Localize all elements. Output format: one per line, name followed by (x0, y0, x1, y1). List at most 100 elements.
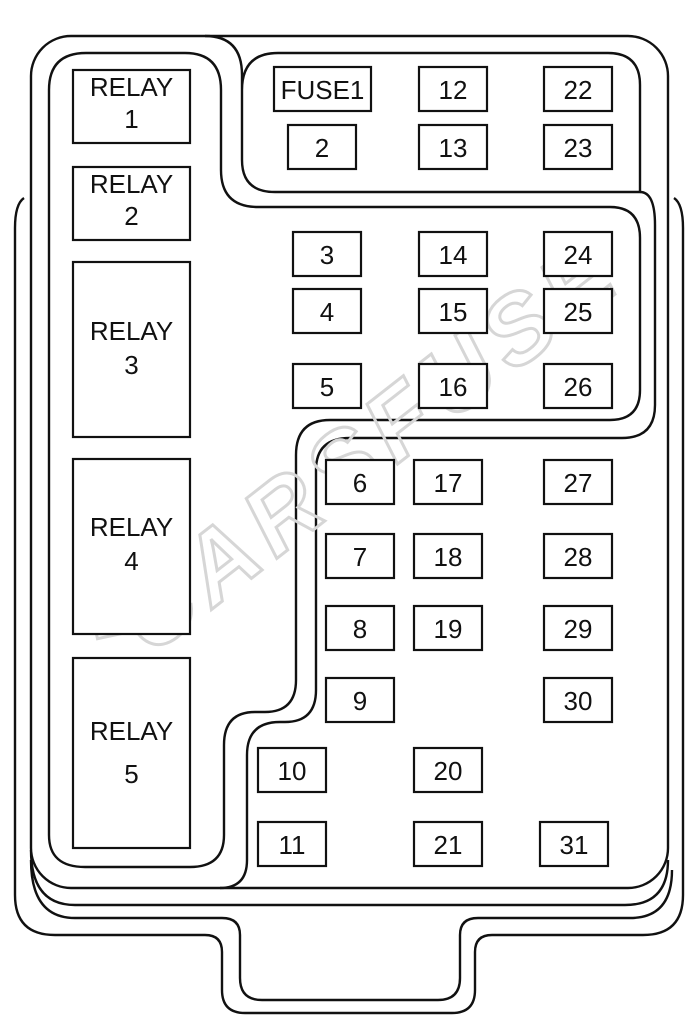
fuse-29[interactable]: 29 (542, 604, 614, 652)
fuse-14[interactable]: 14 (417, 230, 489, 278)
relay-box (71, 260, 192, 439)
fuse-box (417, 123, 489, 171)
fuse-box (542, 287, 614, 335)
fuse-31[interactable]: 31 (538, 820, 610, 868)
fuse-label: FUSE1 (281, 75, 365, 105)
fuse-box (412, 532, 484, 580)
relay-number: 3 (124, 350, 138, 380)
fuse-box (256, 746, 328, 794)
fuse-label: 7 (353, 542, 367, 572)
fuse-8[interactable]: 8 (324, 604, 396, 652)
fuse-box (417, 362, 489, 410)
fuse-5[interactable]: 5 (291, 362, 363, 410)
fuse-box (324, 532, 396, 580)
fuse-box (417, 65, 489, 113)
fuse-label: 10 (278, 756, 307, 786)
fuse-box (291, 362, 363, 410)
fuse-21[interactable]: 21 (412, 820, 484, 868)
fuse-label: 29 (564, 614, 593, 644)
fuse-22[interactable]: 22 (542, 65, 614, 113)
fuse-box (291, 230, 363, 278)
fuse-label: 22 (564, 75, 593, 105)
fuse-label: 4 (320, 297, 334, 327)
fuse-13[interactable]: 13 (417, 123, 489, 171)
fuse-box (412, 458, 484, 506)
fuse-box (542, 532, 614, 580)
relay-number: 1 (124, 104, 138, 134)
fuse-label: 16 (439, 372, 468, 402)
fuse-label: 5 (320, 372, 334, 402)
fuse-26[interactable]: 26 (542, 362, 614, 410)
relay-box (71, 165, 192, 242)
fuse-28[interactable]: 28 (542, 532, 614, 580)
fuse-11[interactable]: 11 (256, 820, 328, 868)
fuse-6[interactable]: 6 (324, 458, 396, 506)
fuse-box (538, 820, 610, 868)
fuse-group: FUSE123456789101112131415161718192021222… (256, 65, 614, 868)
fuse-box (542, 604, 614, 652)
fuse-18[interactable]: 18 (412, 532, 484, 580)
fuse-box (542, 362, 614, 410)
housing-back-outline (13, 197, 685, 1015)
fuse-2[interactable]: 2 (286, 123, 358, 171)
relay-box (71, 656, 192, 850)
fuse-label: 2 (315, 133, 329, 163)
fuse-box (542, 458, 614, 506)
fuse-25[interactable]: 25 (542, 287, 614, 335)
fuse-box (272, 65, 373, 113)
fuse-3[interactable]: 3 (291, 230, 363, 278)
fuse-box (412, 746, 484, 794)
fuse-label: 9 (353, 686, 367, 716)
fuse-box (542, 65, 614, 113)
fuse-box (412, 820, 484, 868)
housing-middle-outline (29, 859, 674, 1002)
fuse-label: 3 (320, 240, 334, 270)
fuse-label: 31 (560, 830, 589, 860)
fuse-9[interactable]: 9 (324, 676, 396, 724)
fuse-box (542, 123, 614, 171)
fuse-label: 19 (434, 614, 463, 644)
fuse-20[interactable]: 20 (412, 746, 484, 794)
fuse-box (542, 676, 614, 724)
fuse-label: 24 (564, 240, 593, 270)
fuse-24[interactable]: 24 (542, 230, 614, 278)
fuse-27[interactable]: 27 (542, 458, 614, 506)
fuse-7[interactable]: 7 (324, 532, 396, 580)
relay-label: RELAY (90, 169, 173, 199)
fuse-label: 6 (353, 468, 367, 498)
relay-label: RELAY (90, 512, 173, 542)
fuse-23[interactable]: 23 (542, 123, 614, 171)
fuse-19[interactable]: 19 (412, 604, 484, 652)
fuse-label: 8 (353, 614, 367, 644)
fuse-box (291, 287, 363, 335)
fuse-fuse1[interactable]: FUSE1 (272, 65, 373, 113)
fuse-16[interactable]: 16 (417, 362, 489, 410)
fuse-label: 18 (434, 542, 463, 572)
fuse-4[interactable]: 4 (291, 287, 363, 335)
fuse-17[interactable]: 17 (412, 458, 484, 506)
fuse-10[interactable]: 10 (256, 746, 328, 794)
fuse-12[interactable]: 12 (417, 65, 489, 113)
fuse-box (542, 230, 614, 278)
fuse-box (324, 458, 396, 506)
fuse-label: 11 (279, 830, 306, 860)
lower-compartment-outline (219, 190, 657, 890)
relay-box (71, 457, 192, 636)
fuse-label: 13 (439, 133, 468, 163)
fuse-label: 14 (439, 240, 468, 270)
fuse-box (417, 230, 489, 278)
relay-label: RELAY (90, 716, 173, 746)
fuse-label: 12 (439, 75, 468, 105)
fuse-label: 25 (564, 297, 593, 327)
fuse-label: 15 (439, 297, 468, 327)
fuse-label: 23 (564, 133, 593, 163)
fuse-15[interactable]: 15 (417, 287, 489, 335)
fuse-30[interactable]: 30 (542, 676, 614, 724)
